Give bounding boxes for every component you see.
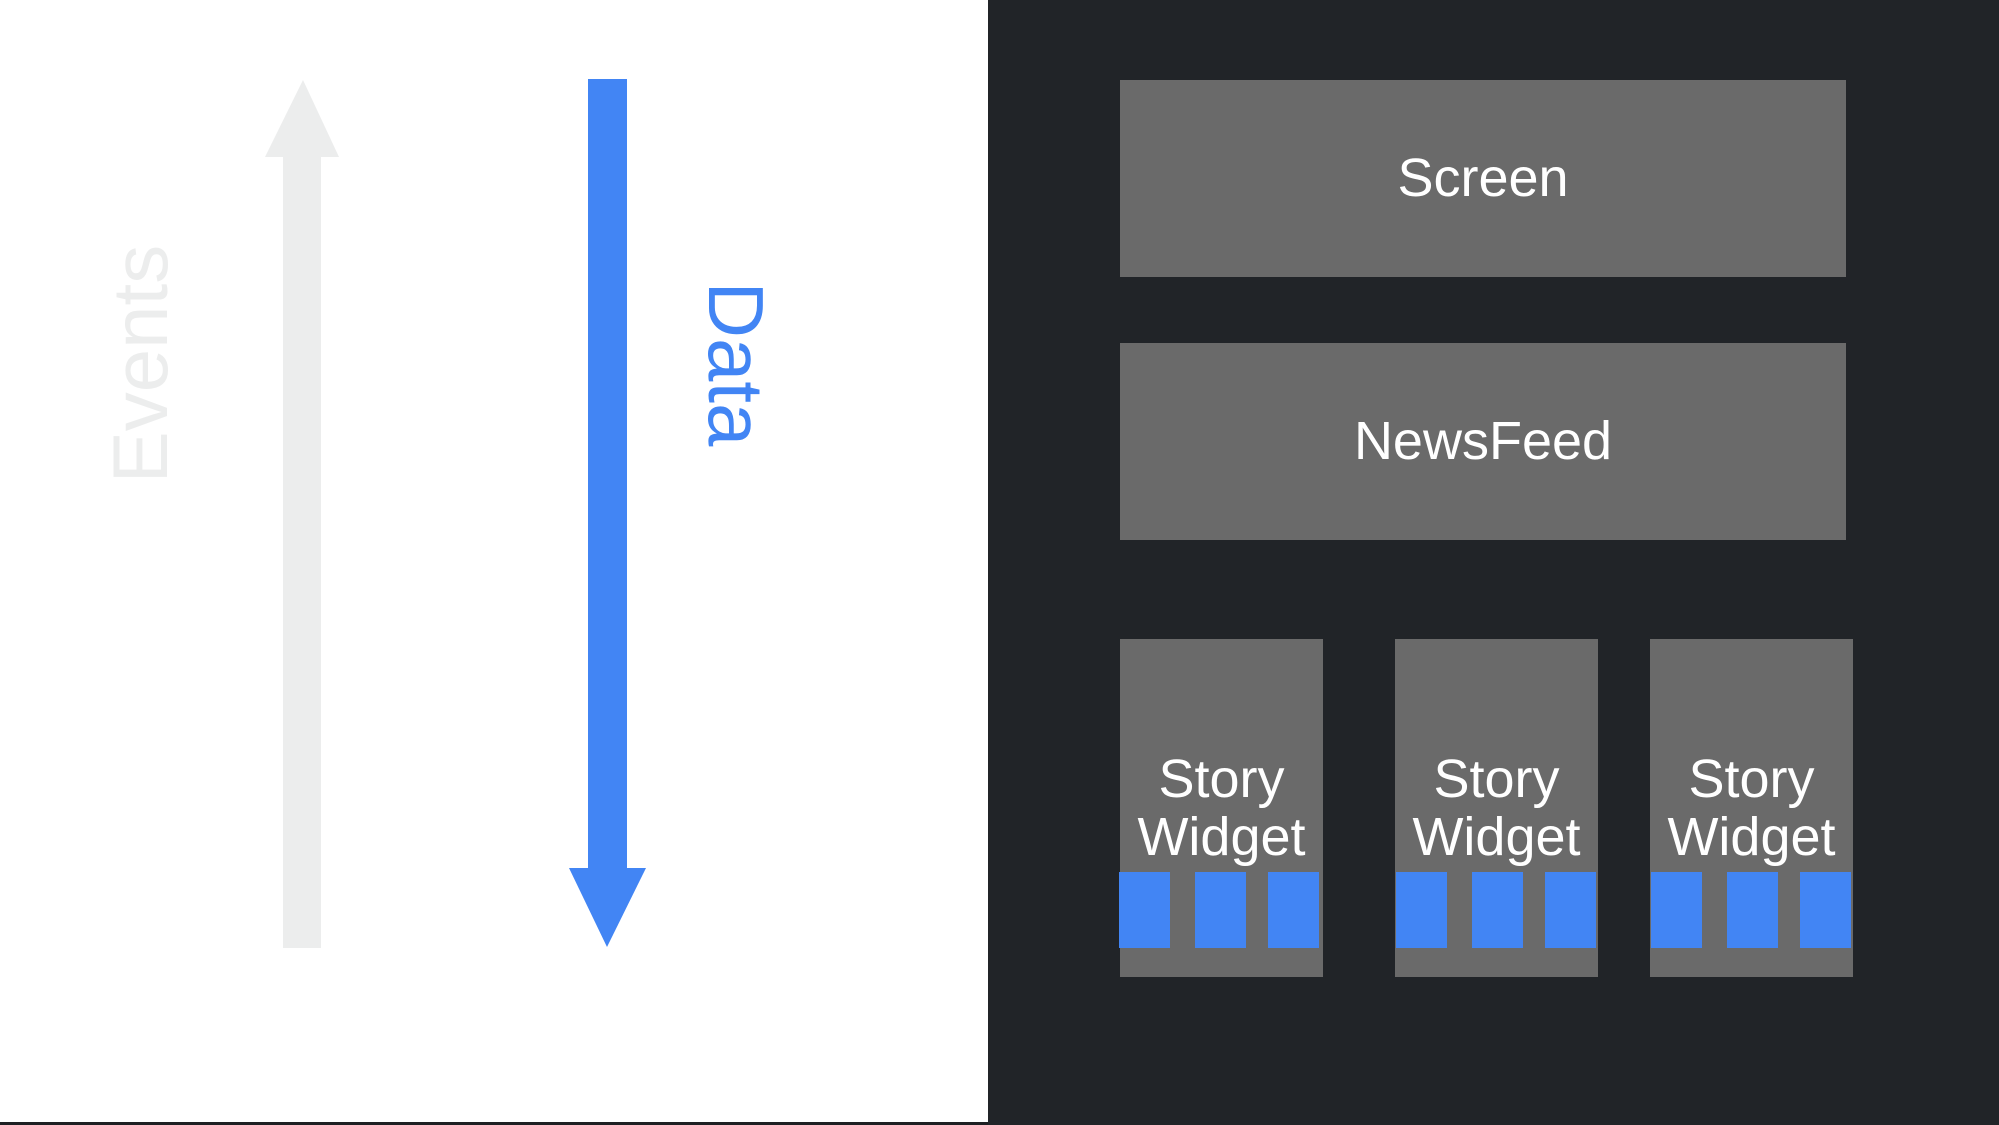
data-arrow-shaft — [588, 79, 627, 875]
leaf-node-1-3[interactable] — [1268, 872, 1319, 948]
leaf-node-2-2[interactable] — [1472, 872, 1523, 948]
left-pane: Events Data — [0, 0, 988, 1125]
events-label: Events — [96, 244, 184, 484]
leaf-node-3-2[interactable] — [1727, 872, 1778, 948]
events-arrow-shaft — [283, 150, 321, 948]
node-story-widget-2-label: Story Widget — [1412, 748, 1581, 867]
events-arrow — [265, 80, 339, 948]
node-story-widget-1-label: Story Widget — [1137, 748, 1306, 867]
events-arrow-head-icon — [265, 80, 339, 157]
data-arrow — [569, 79, 646, 947]
right-pane: Screen NewsFeed Story Widget Story Widge… — [988, 0, 1999, 1125]
leaf-node-3-1[interactable] — [1651, 872, 1702, 948]
node-screen[interactable]: Screen — [1120, 80, 1846, 277]
node-screen-label: Screen — [1397, 148, 1569, 209]
leaf-node-2-3[interactable] — [1545, 872, 1596, 948]
leaf-node-1-2[interactable] — [1195, 872, 1246, 948]
leaf-node-3-3[interactable] — [1800, 872, 1851, 948]
node-newsfeed-label: NewsFeed — [1353, 411, 1613, 472]
node-story-widget-3-label: Story Widget — [1667, 748, 1836, 867]
leaf-node-1-1[interactable] — [1119, 872, 1170, 948]
data-arrow-head-icon — [569, 868, 646, 947]
flow-arrows — [265, 79, 646, 948]
data-label: Data — [692, 281, 780, 447]
node-newsfeed[interactable]: NewsFeed — [1120, 343, 1846, 540]
leaf-node-2-1[interactable] — [1396, 872, 1447, 948]
